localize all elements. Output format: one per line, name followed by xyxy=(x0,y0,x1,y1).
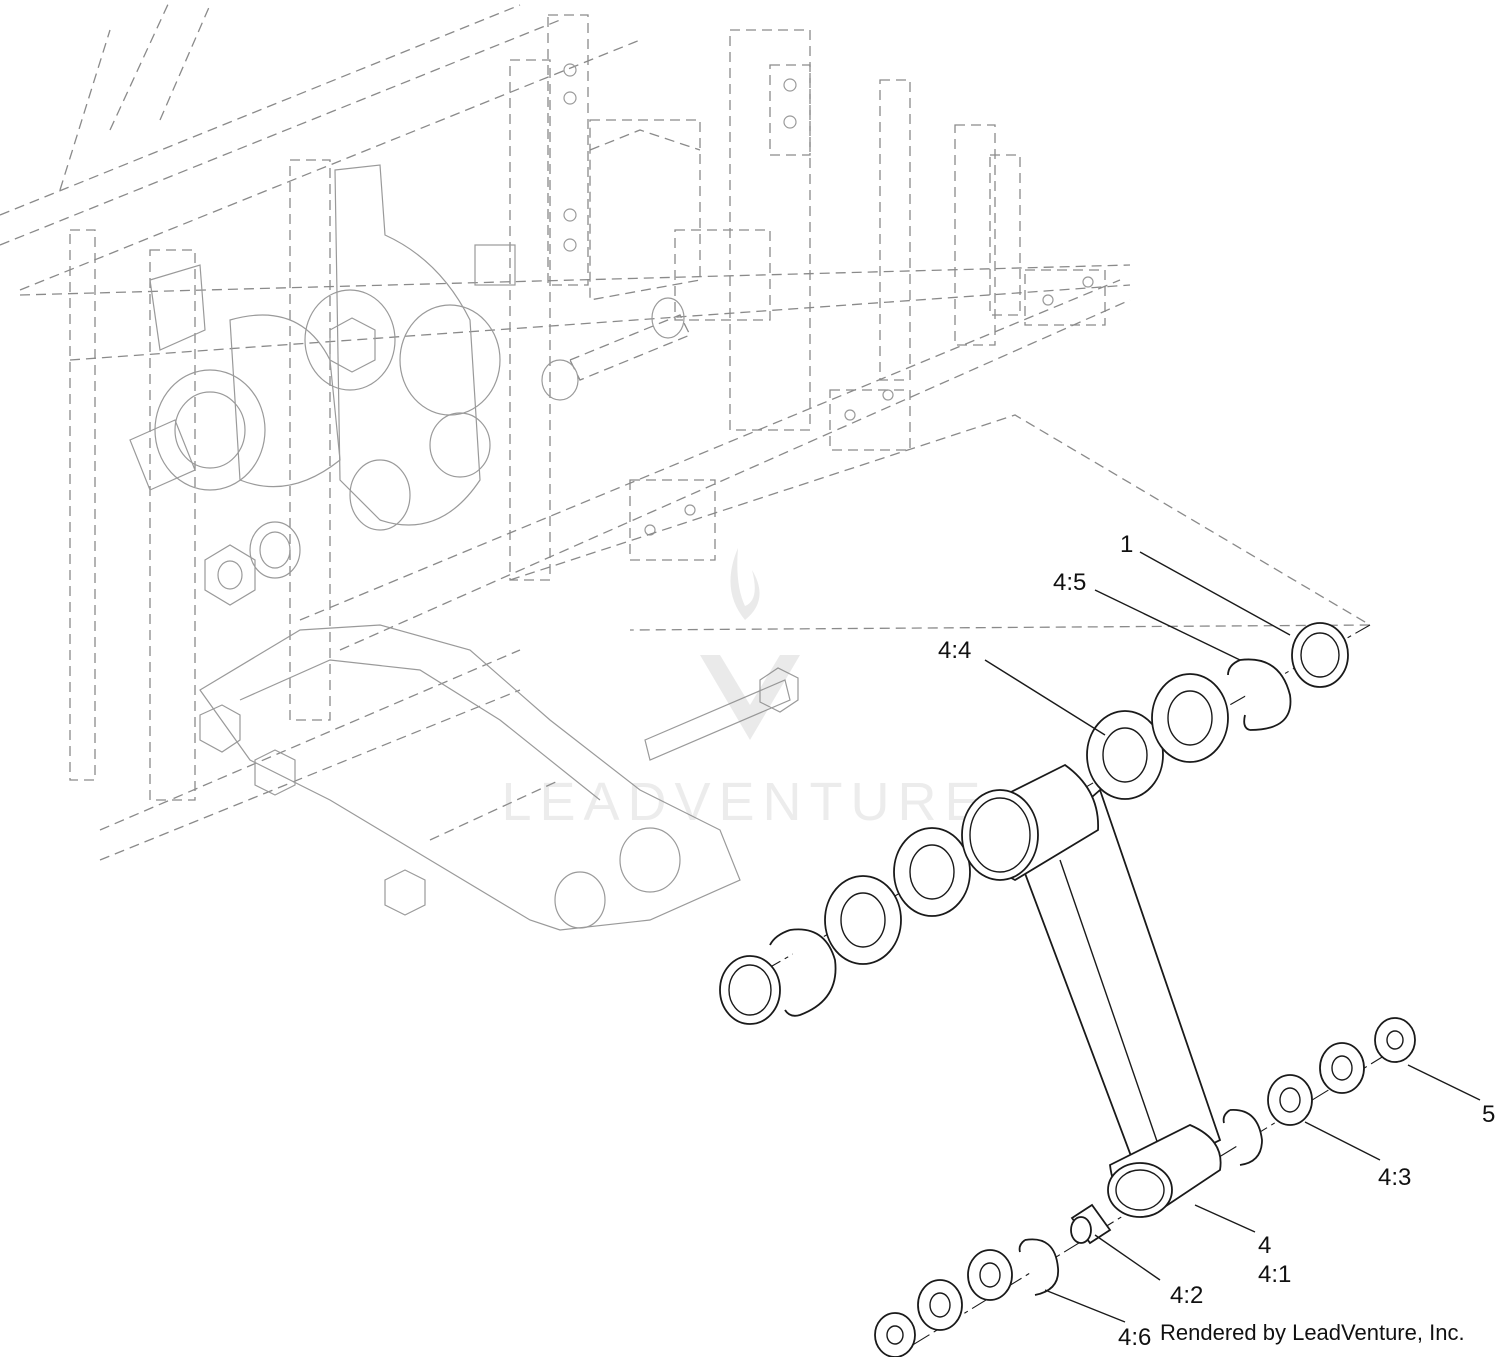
watermark-text: LEADVENTURE xyxy=(501,772,988,832)
leader-lines xyxy=(984,551,1481,1323)
link-upper-bore xyxy=(961,789,1039,881)
lower-axis-line xyxy=(891,1039,1411,1357)
seal-1 xyxy=(1291,622,1349,688)
callout-labels: 1 4:5 4:4 5 4:3 4 4:1 4:2 4:6 xyxy=(938,531,1495,1351)
link-arm xyxy=(961,763,1222,1218)
bearing-lower-1 xyxy=(917,1279,963,1331)
retaining-ring-4-5 xyxy=(1227,658,1292,731)
callout-4-1: 4:1 xyxy=(1258,1261,1291,1288)
bearing-left-inner xyxy=(893,827,971,917)
callout-4-6: 4:6 xyxy=(1118,1324,1151,1351)
bearing-lower-2 xyxy=(967,1249,1013,1301)
callout-4-5: 4:5 xyxy=(1053,569,1086,596)
callout-4: 4 xyxy=(1258,1232,1271,1259)
callout-4-4: 4:4 xyxy=(938,637,971,664)
upper-right-stack xyxy=(1086,622,1349,800)
retaining-ring-right-lower xyxy=(1222,1109,1263,1166)
render-credit: Rendered by LeadVenture, Inc. xyxy=(1160,1320,1465,1345)
callout-5: 5 xyxy=(1482,1101,1495,1128)
washer-lower-left xyxy=(874,1312,916,1357)
leadventure-watermark: LEADVENTURE xyxy=(501,548,988,832)
retaining-ring-4-6 xyxy=(1018,1238,1059,1296)
lower-stack xyxy=(874,1017,1416,1357)
bearing-lower-right xyxy=(1319,1042,1365,1094)
ghost-frame-assembly xyxy=(0,0,1373,931)
link-lower-bore xyxy=(1107,1162,1173,1218)
bearing-right-outer xyxy=(1151,673,1229,763)
bearing-4-4 xyxy=(1086,710,1164,800)
callout-4-2: 4:2 xyxy=(1170,1282,1203,1309)
upper-left-stack xyxy=(719,827,971,1025)
washer-5 xyxy=(1374,1017,1416,1063)
bearing-4-3 xyxy=(1267,1074,1313,1126)
retaining-ring-left xyxy=(769,928,837,1017)
callout-4-3: 4:3 xyxy=(1378,1164,1411,1191)
callout-1: 1 xyxy=(1120,531,1133,558)
bearing-left-outer xyxy=(824,875,902,965)
